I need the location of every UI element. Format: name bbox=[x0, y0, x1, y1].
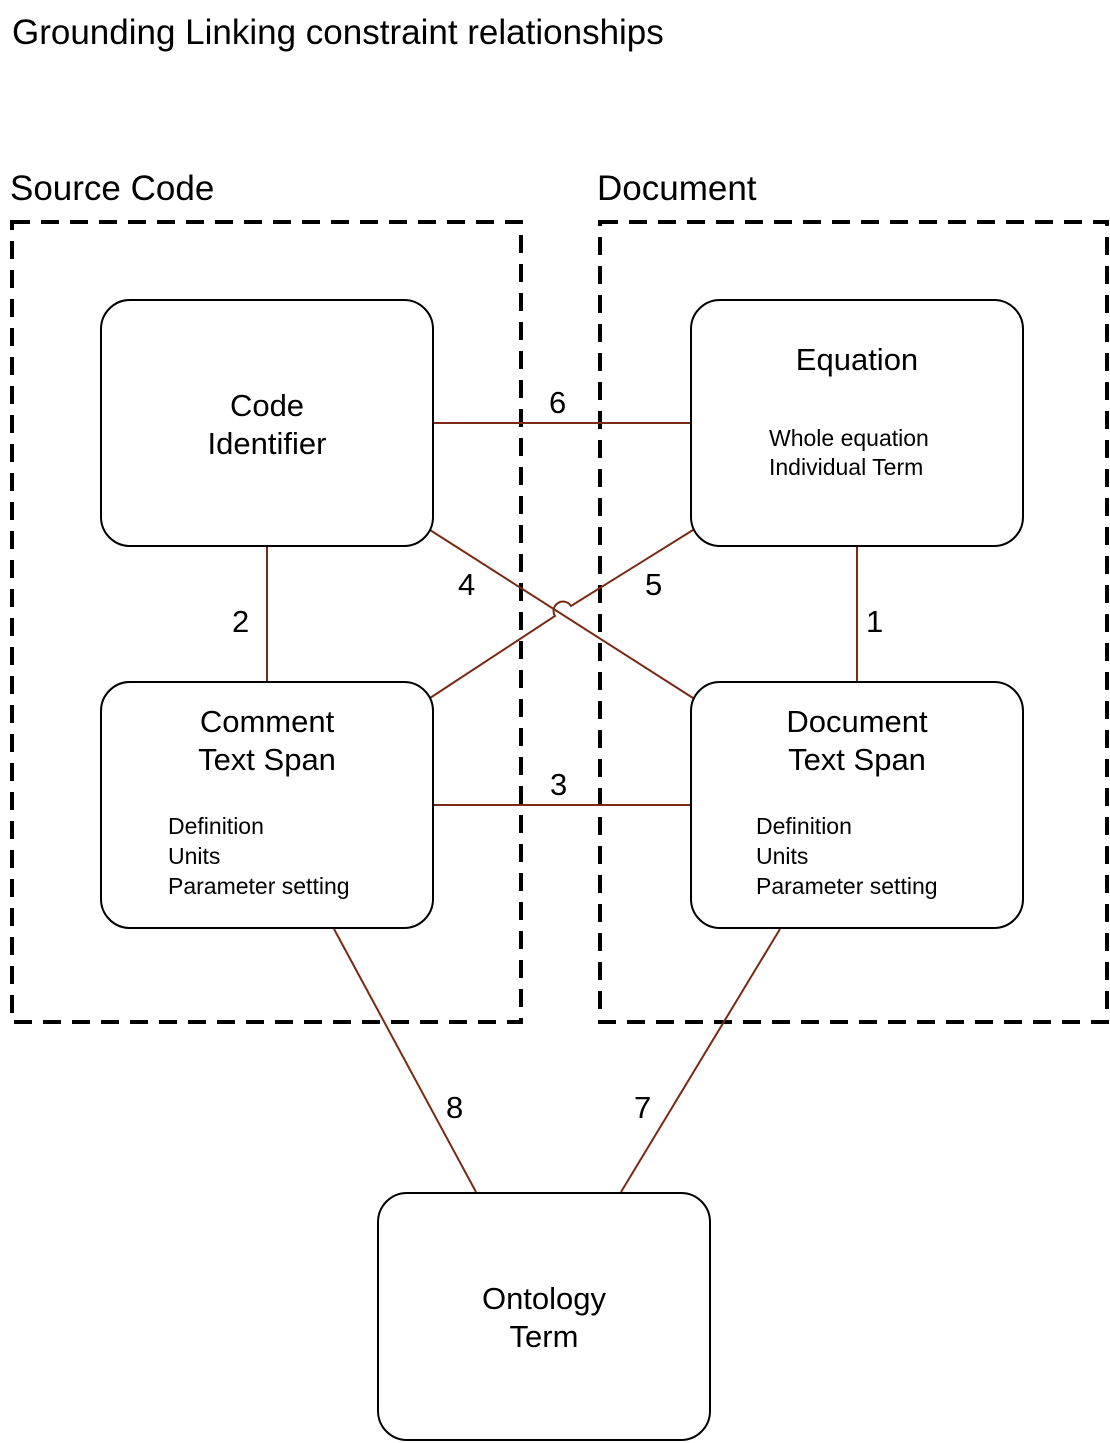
node-document-text-span-title: Document Text Span bbox=[692, 703, 1022, 779]
node-document-detail-item: Definition bbox=[756, 813, 852, 839]
group-label-source-code: Source Code bbox=[10, 169, 215, 208]
node-comment-text-span-details: Definition Units Parameter setting bbox=[168, 811, 350, 901]
edge-8-line bbox=[333, 928, 477, 1193]
node-equation-detail-item: Individual Term bbox=[769, 454, 924, 480]
node-ontology-term: Ontology Term bbox=[377, 1192, 711, 1441]
edge-label-2: 2 bbox=[232, 604, 250, 639]
node-comment-detail-item: Units bbox=[168, 843, 221, 869]
edge-label-8: 8 bbox=[446, 1090, 464, 1125]
node-code-identifier: Code Identifier bbox=[100, 299, 434, 547]
node-comment-detail-item: Definition bbox=[168, 813, 264, 839]
node-comment-detail-item: Parameter setting bbox=[168, 873, 350, 899]
edge-label-6: 6 bbox=[549, 385, 567, 420]
edge-7-line bbox=[620, 928, 781, 1193]
node-comment-text-span: Comment Text Span Definition Units Param… bbox=[100, 681, 434, 929]
node-equation-title: Equation bbox=[692, 341, 1022, 379]
node-document-detail-item: Units bbox=[756, 843, 809, 869]
node-ontology-term-title: Ontology Term bbox=[379, 1280, 709, 1356]
node-ontology-term-title-line-2: Term bbox=[509, 1319, 579, 1354]
node-document-text-span-details: Definition Units Parameter setting bbox=[756, 811, 938, 901]
node-code-identifier-title-line-2: Identifier bbox=[207, 426, 327, 461]
node-document-detail-item: Parameter setting bbox=[756, 873, 938, 899]
node-comment-text-span-title-line-2: Text Span bbox=[198, 742, 336, 777]
node-document-text-span-title-line-1: Document bbox=[786, 704, 928, 739]
edge-label-4: 4 bbox=[458, 567, 476, 602]
edge-label-7: 7 bbox=[634, 1090, 652, 1125]
node-equation-detail-item: Whole equation bbox=[769, 425, 929, 451]
group-box-source-code bbox=[10, 220, 523, 1024]
edge-5-line bbox=[429, 529, 694, 699]
node-equation-details: Whole equation Individual Term bbox=[769, 424, 929, 482]
edge-label-5: 5 bbox=[645, 567, 663, 602]
node-equation: Equation Whole equation Individual Term bbox=[690, 299, 1024, 547]
edge-label-1: 1 bbox=[866, 604, 884, 639]
node-document-text-span: Document Text Span Definition Units Para… bbox=[690, 681, 1024, 929]
edge-4-line bbox=[429, 529, 694, 699]
node-comment-text-span-title: Comment Text Span bbox=[102, 703, 432, 779]
diagram-title: Grounding Linking constraint relationshi… bbox=[12, 13, 664, 52]
group-label-document: Document bbox=[597, 169, 757, 208]
node-equation-title-line-1: Equation bbox=[795, 342, 919, 377]
node-document-text-span-title-line-2: Text Span bbox=[788, 742, 926, 777]
node-ontology-term-title-line-1: Ontology bbox=[481, 1281, 607, 1316]
node-code-identifier-title: Code Identifier bbox=[102, 387, 432, 463]
edge-label-3: 3 bbox=[550, 767, 568, 802]
node-code-identifier-title-line-1: Code bbox=[229, 388, 305, 423]
node-comment-text-span-title-line-1: Comment bbox=[199, 704, 335, 739]
group-box-document bbox=[598, 220, 1109, 1024]
